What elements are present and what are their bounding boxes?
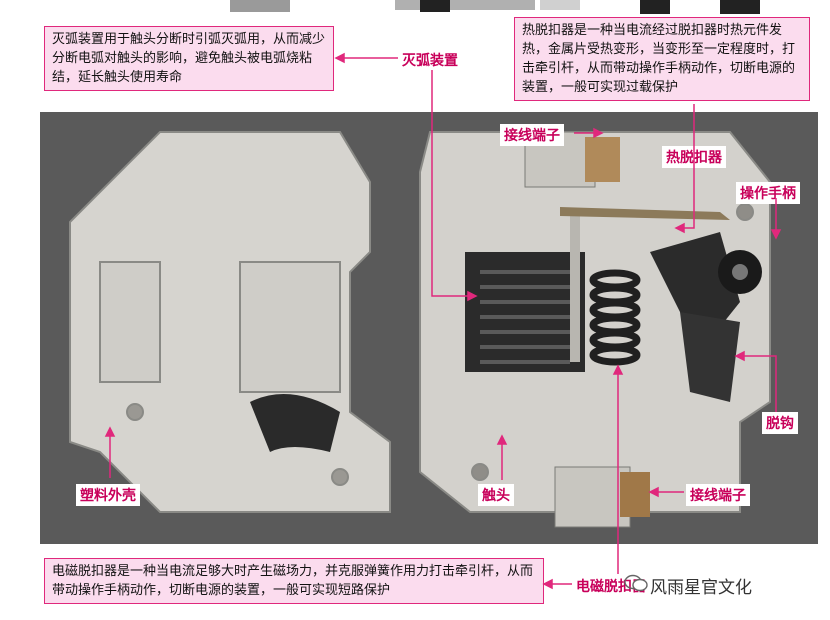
latch xyxy=(680,312,740,402)
frame-bar xyxy=(570,212,580,362)
arc-chute xyxy=(465,252,585,372)
label-arc-device: 灭弧装置 xyxy=(402,53,458,69)
breaker-illustration xyxy=(69,131,771,528)
top-strip-image xyxy=(230,0,760,14)
wechat-icon xyxy=(624,574,648,592)
arc-device-note: 灭弧装置用于触头分断时引弧灭弧用，从而减少分断电弧对触头的影响，避免触头被电弧烧… xyxy=(44,26,334,91)
magnetic-coil xyxy=(589,269,641,366)
watermark: 风雨星官文化 xyxy=(650,578,752,598)
breaker-photo xyxy=(40,112,818,544)
magnetic-release-note: 电磁脱扣器是一种当电流足够大时产生磁场力，并克服弹簧作用力打击牵引杆，从而带动操… xyxy=(44,558,544,604)
label-shell: 塑料外壳 xyxy=(76,484,140,506)
bimetal-strip xyxy=(560,207,730,220)
burn-mark xyxy=(250,394,340,452)
label-terminal-top: 接线端子 xyxy=(500,124,564,146)
label-handle: 操作手柄 xyxy=(736,182,800,204)
label-magnetic-release: 电磁脱扣器 xyxy=(576,579,646,595)
label-contact: 触头 xyxy=(478,484,514,506)
label-terminal-bottom: 接线端子 xyxy=(686,484,750,506)
top-photo-strip xyxy=(0,0,830,18)
label-latch: 脱钩 xyxy=(762,412,798,434)
thermal-release-note: 热脱扣器是一种当电流经过脱扣器时热元件发热，金属片受热变形，当变形至一定程度时，… xyxy=(514,17,810,101)
